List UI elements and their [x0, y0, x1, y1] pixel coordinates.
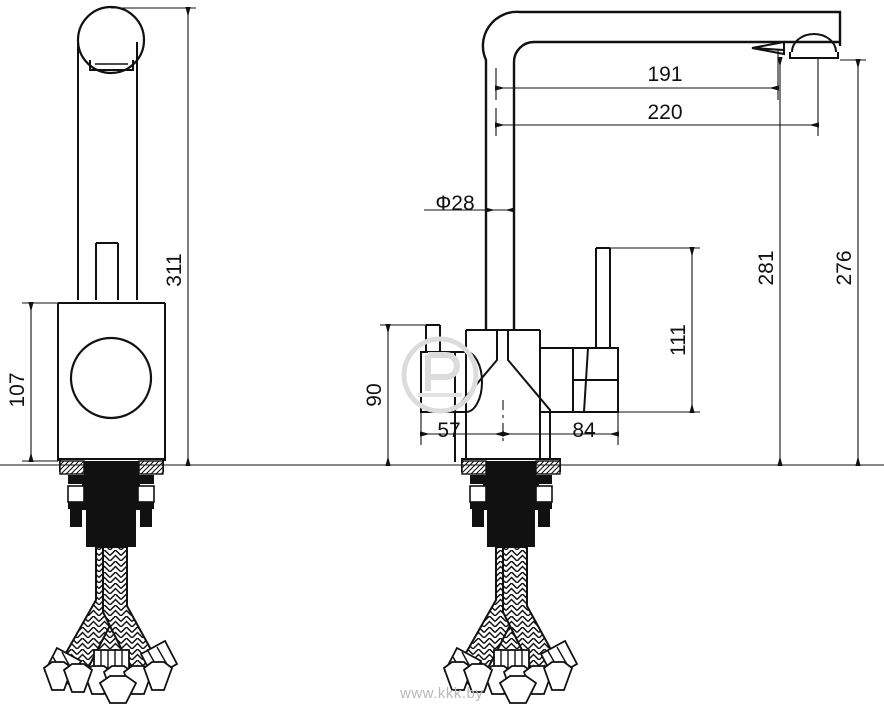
front-bolt-right-head — [535, 485, 553, 503]
front-washer-left — [461, 460, 487, 475]
side-view-group — [42, 5, 179, 704]
dim-label-111: 111 — [667, 324, 690, 356]
dim-label-281: 281 — [755, 250, 778, 285]
front-bolt-left-head — [469, 485, 487, 503]
side-bracket-top — [68, 475, 154, 484]
spout-outer — [481, 10, 842, 330]
side-threaded-shank — [86, 509, 136, 547]
side-washer-right — [138, 460, 164, 475]
spout-inner — [512, 40, 840, 330]
dim-label-57: 57 — [437, 419, 460, 442]
side-washer-left — [59, 460, 85, 475]
dim-label-107: 107 — [6, 372, 29, 407]
front-right-lever — [595, 247, 611, 348]
front-bolt-right — [538, 509, 550, 527]
dim-label-276: 276 — [833, 250, 856, 285]
dim-label-90: 90 — [363, 383, 386, 406]
outlet-dome — [791, 33, 837, 53]
front-hex-nuts — [442, 661, 574, 704]
front-view-group — [420, 10, 842, 704]
front-bracket-bottom — [470, 502, 552, 509]
side-bolt-left — [70, 509, 82, 527]
outlet-cone — [751, 40, 785, 52]
side-handle-cap — [89, 60, 134, 71]
side-hex-nuts — [42, 661, 174, 704]
side-bracket-bottom — [68, 502, 154, 509]
side-gasket — [84, 461, 139, 475]
front-gasket — [486, 461, 536, 475]
front-body — [465, 329, 541, 462]
dim-label-phi28: Ф28 — [435, 192, 474, 215]
dim-label-84: 84 — [572, 419, 596, 442]
front-bolt-left — [472, 509, 484, 527]
dim-label-191: 191 — [647, 63, 682, 86]
outlet-base — [789, 52, 839, 59]
url-watermark: www.kkk.by — [399, 685, 483, 702]
dim-label-311: 311 — [163, 253, 186, 286]
front-bracket-top — [470, 475, 552, 484]
front-washer-right — [535, 460, 561, 475]
side-view-dimensions — [22, 7, 196, 466]
side-body-circle — [69, 336, 153, 420]
side-handle-circle — [76, 5, 146, 75]
outlet-cone-lower — [751, 47, 785, 56]
front-view-dimensions — [380, 50, 866, 466]
side-bolt-left-head — [67, 485, 85, 503]
dim-label-220: 220 — [647, 101, 682, 124]
side-tube — [77, 42, 138, 300]
front-cone-right — [507, 330, 551, 462]
side-lever-arm — [95, 242, 119, 300]
side-body — [57, 302, 166, 461]
side-bolt-right-head — [137, 485, 155, 503]
front-threaded-shank — [487, 509, 535, 547]
side-bolt-right — [140, 509, 152, 527]
